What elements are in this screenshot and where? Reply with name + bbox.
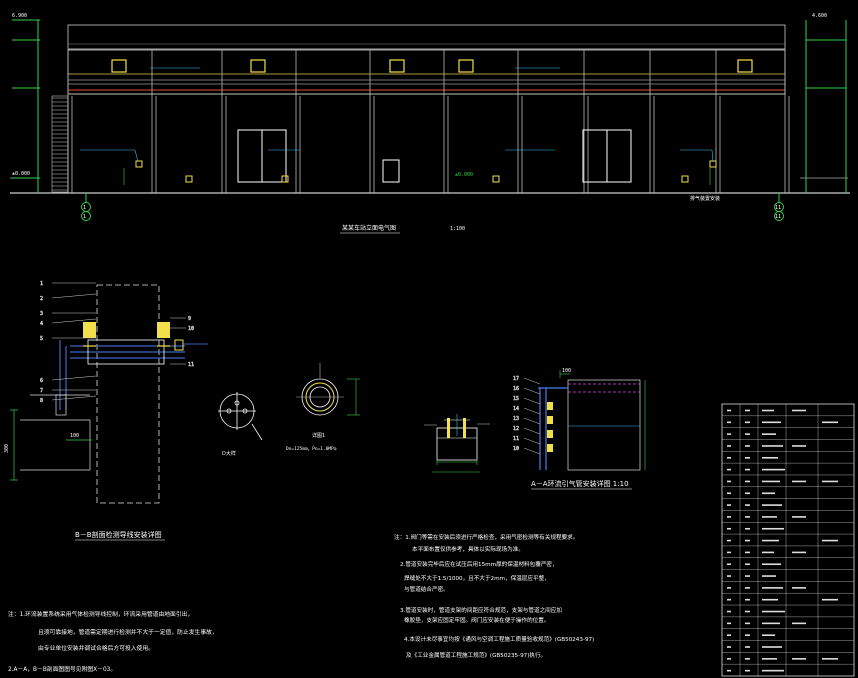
bb-callout: 5 [40,336,43,342]
detail-d-title: D大样 [222,450,236,457]
note-left-line: 由专业单位安装并调试合格后方可投入使用。 [38,644,154,652]
building-elevation: 6.900 ±0.000 4.600 ±0.000 1 [10,13,850,234]
detail-d [218,392,263,441]
note-left-line: 且须可靠接地，管道需定期进行检测并不大于一定值，防止发生事故， [38,628,218,636]
level-top-right: 4.600 [812,13,827,19]
bb-callout: 7 [40,388,43,394]
note-right-line: 3.管道安装时，管道支架的间距应符合规范，支架与管道之间应加 [400,606,562,614]
note-right-line: 橡胶垫，支架应固定牢固。阀门应安装在便于操作的位置。 [404,616,549,624]
aa-dim: 100 [562,368,571,374]
bb-callout: 8 [40,398,43,404]
aa-callout: 15 [513,396,519,402]
detail-ee [424,414,490,473]
note-right-line: 注：1.阀门等需在安装后须进行严格检查，采用气密检测等有关规程要求。 [394,533,578,541]
notes-left: 注：1.环流装置系统采用气体检测导线控制，环流采用管道由地面引出， 且须可靠接地，… [8,610,218,673]
pipe-section-note: Dn=125mm，Pn=1.0MPa [286,446,337,452]
aa-callout: 16 [513,386,519,392]
axis-label-right-1: 11 [775,205,781,211]
notes-right: 注：1.阀门等需在安装后须进行严格检查，采用气密检测等有关规程要求。本平面布置仅… [394,533,594,659]
note-right-line: 4.本设计未尽事宜均按《通风与空调工程施工质量验收规范》(GB50243-97) [404,635,594,643]
elevation-right-note: 排气装置安装 [690,195,720,202]
bb-callout: 1 [40,281,43,287]
bb-dim-100: 100 [70,433,79,439]
note-left-line: 注：1.环流装置系统采用气体检测导线控制，环流采用管道由地面引出， [8,610,193,618]
bb-callout: 6 [40,378,43,384]
note-right-line: 与管道结合严密。 [404,585,449,593]
bb-callout: 4 [40,321,43,327]
note-left-line: 2.A－A，B－B剖面图图号见附图X－03。 [8,665,116,673]
detail-bb: 300 100 1 2 3 4 5 6 7 8 9 10 11 B－B剖面检测导线安装详图 [4,281,208,541]
detail-aa [538,370,646,471]
elevation-scale: 1:100 [450,226,465,232]
aa-callout: 17 [513,376,519,382]
axis-label-left-1: 1 [83,205,86,211]
bb-callout: 11 [188,362,194,368]
note-right-line: 及《工业金属管道工程施工规范》(GB50235-97)执行。 [406,651,546,659]
level-top-left: 6.900 [12,13,27,19]
pipe-section-label: 详图1 [312,432,325,439]
note-right-line: 2.管道安装完毕后应在试压后用15mm厚的保温材料包覆严密， [400,560,558,568]
aa-callout: 12 [513,426,519,432]
aa-detail-title: A－A环流引气管安装详图 1:10 [531,479,629,488]
axis-label-right-2: 11 [775,214,781,220]
bb-callout: 2 [40,296,43,302]
level-ground-left: ±0.000 [12,171,30,177]
axis-label-left-2: 1 [83,214,86,220]
aa-callout: 10 [513,446,519,452]
detail-pipe-section [296,363,360,416]
aa-callout: 14 [513,406,519,412]
bb-dim-300: 300 [4,444,10,453]
material-table [721,403,855,677]
note-right-line: 焊缝处不大于1.5/1000，且不大于2mm，保温层应平整， [404,574,550,582]
aa-callout: 11 [513,436,519,442]
bb-callout: 9 [188,316,191,322]
bb-callout: 10 [188,326,194,332]
bb-detail-title: B－B剖面检测导线安装详图 [75,530,162,539]
level-center: ±0.000 [455,172,473,178]
elevation-title: 某某车站立面电气图 [342,224,396,232]
note-right-line: 本平面布置仅供参考，具体以实际现场为准。 [412,545,524,553]
bb-callout: 3 [40,311,43,317]
aa-callout: 13 [513,416,519,422]
